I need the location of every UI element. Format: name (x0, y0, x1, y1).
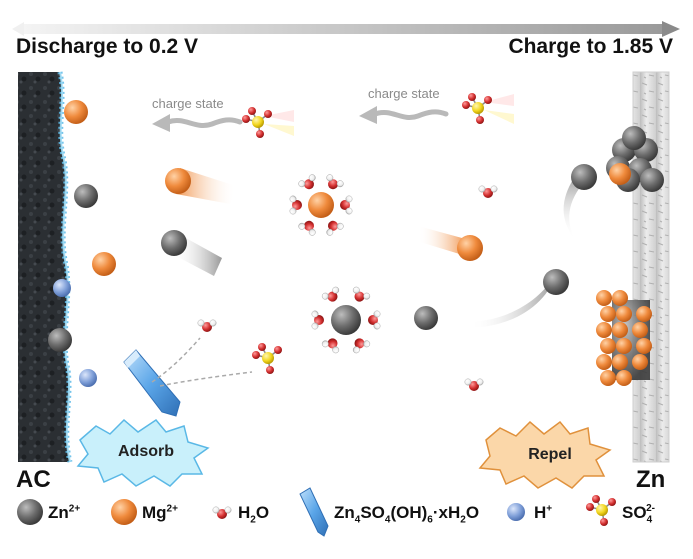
ac-electrode-label: AC (16, 466, 51, 493)
mg-ion-moving-left (165, 168, 236, 204)
hydration-water (297, 216, 320, 237)
mg-ion (600, 370, 616, 386)
zn-ion (48, 328, 72, 352)
mg-ion (616, 338, 632, 354)
zn-electrode-label: Zn (636, 466, 666, 493)
discharge-heading: Discharge to 0.2 V (16, 35, 199, 58)
legend-zn-label: Zn2+ (48, 503, 81, 522)
hydration-water (322, 173, 345, 194)
mg-ion (596, 290, 612, 306)
zn-ion (74, 184, 98, 208)
adsorb-path (159, 371, 253, 387)
hydration-water (348, 334, 372, 355)
hydrated-zn-ion (311, 285, 381, 355)
hydration-water (322, 216, 345, 237)
mg-ion (64, 100, 88, 124)
zn-ion-moving-left (161, 230, 222, 276)
sulfate-ion-top-right (461, 92, 514, 125)
mg-ion (616, 306, 632, 322)
legend-water-icon (212, 506, 232, 520)
legend-proton-label: H+ (534, 503, 553, 522)
repel-burst (478, 420, 612, 489)
hydrated-mg-ion (289, 173, 353, 237)
hydration-water (320, 334, 344, 355)
legend-sulfate-icon (585, 494, 617, 527)
mg-ion (612, 354, 628, 370)
activated-carbon-electrode (18, 71, 73, 463)
legend-proton-icon (507, 503, 525, 521)
legend-icons (17, 487, 617, 537)
hydration-water (297, 173, 320, 194)
hydration-water (289, 195, 303, 215)
mg-ion (596, 322, 612, 338)
mg-ion (612, 322, 628, 338)
legend-sulfate-label: SO42- (622, 503, 656, 526)
mg-ion (600, 306, 616, 322)
proton (53, 279, 71, 297)
zn-ion-curved (470, 269, 569, 328)
charge-state-label-right: charge state (368, 86, 440, 101)
legend-water-label: H2O (238, 503, 270, 526)
mg-ion (616, 370, 632, 386)
legend-zhs-label: Zn4SO4(OH)6·xH2O (334, 503, 480, 526)
mg-ion (600, 338, 616, 354)
repel-label: Repel (528, 446, 572, 463)
charge-heading: Charge to 1.85 V (508, 35, 673, 58)
hydration-water (339, 195, 353, 215)
hydration-water (348, 285, 372, 306)
voltage-direction-bar (12, 21, 680, 37)
mg-ion (636, 338, 652, 354)
sulfate-ion (251, 342, 283, 375)
adsorb-label: Adsorb (118, 443, 174, 460)
zn-ion-moving-up (563, 164, 597, 240)
hydration-water (311, 310, 325, 330)
zn-ion (414, 306, 438, 330)
charge-state-label-left: charge state (152, 96, 224, 111)
mg-ion (612, 290, 628, 306)
water-molecule (478, 185, 498, 199)
hydration-water (320, 285, 344, 306)
legend-mg-icon (111, 499, 137, 525)
zn-deposit-cluster (606, 126, 664, 192)
proton (79, 369, 97, 387)
sulfate-ion-top-left (241, 106, 294, 139)
adsorb-burst (76, 418, 210, 487)
water-molecule (464, 378, 484, 392)
mg-ion (632, 322, 648, 338)
charge-state-arrow-left (152, 114, 243, 132)
water-molecule (197, 319, 217, 333)
mg-ion (92, 252, 116, 276)
charge-state-arrow-right (359, 106, 449, 124)
hydration-water (367, 310, 381, 330)
legend-zhs-icon (299, 487, 329, 537)
mg-ion-layer (596, 290, 652, 386)
zhs-crystal (123, 349, 181, 417)
mg-ion (632, 354, 648, 370)
mg-ion (596, 354, 612, 370)
adsorb-path (151, 337, 201, 383)
legend-zn-icon (17, 499, 43, 525)
mg-ion (636, 306, 652, 322)
mg-ion-moving-right (418, 226, 483, 261)
legend-mg-label: Mg2+ (142, 503, 178, 522)
